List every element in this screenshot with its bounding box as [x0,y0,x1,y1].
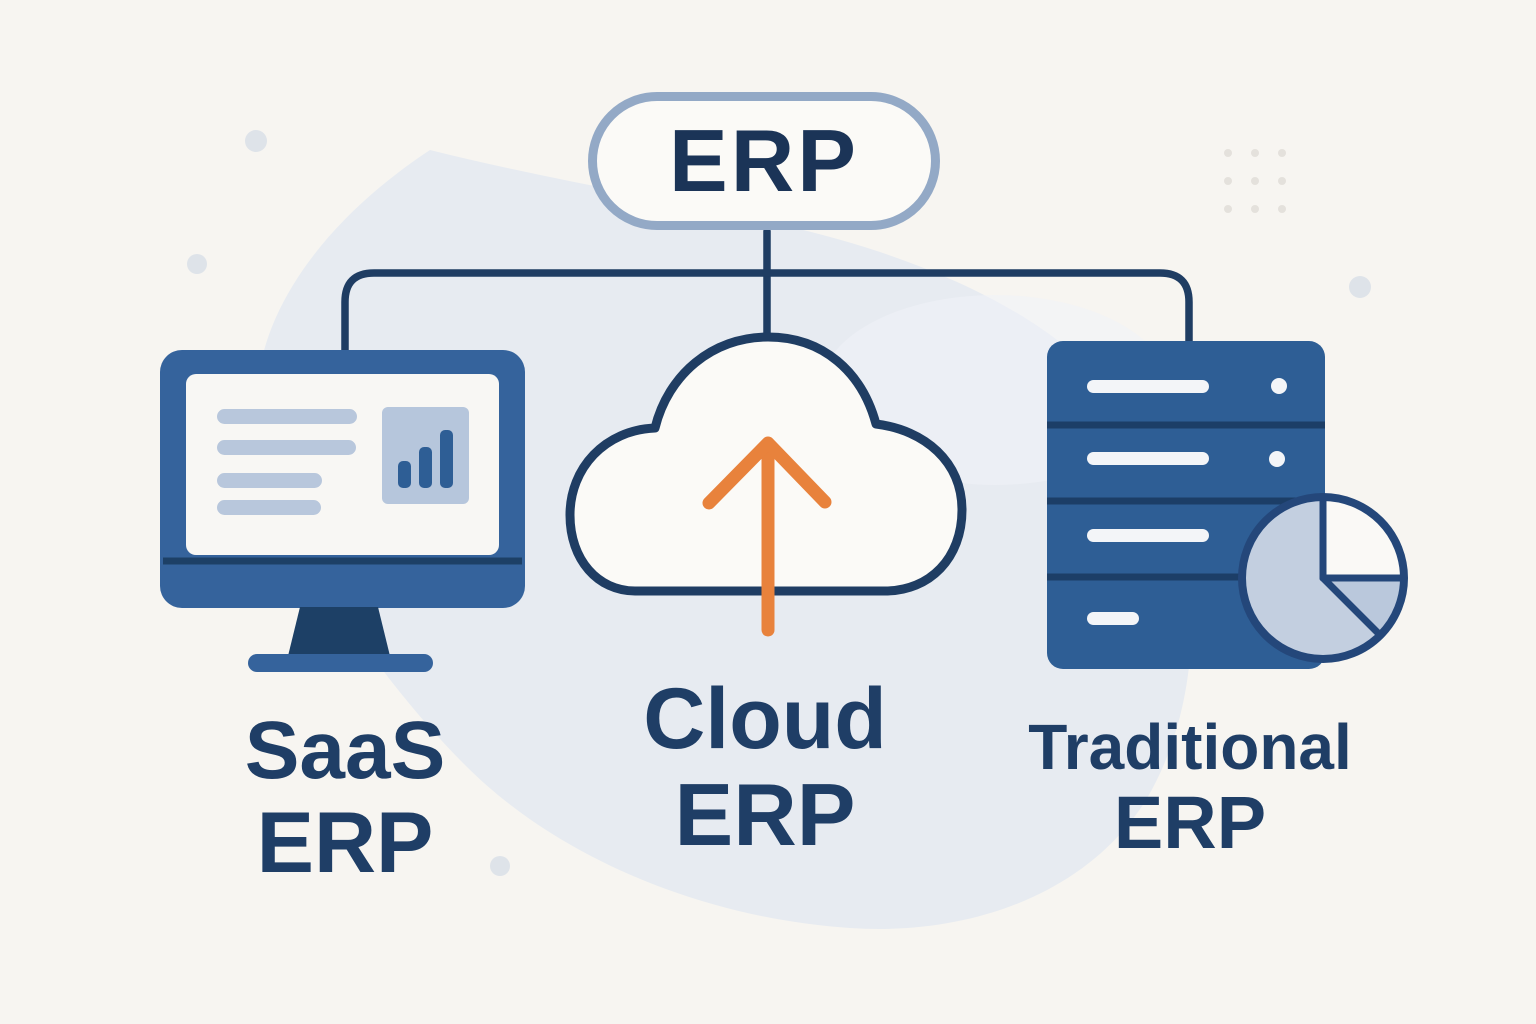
screen-bar-chart [382,407,469,504]
decor-dot-grid [1224,149,1286,213]
label-saas-line1: SaaS [244,705,446,796]
server-pie-chart-icon [1047,341,1408,669]
label-traditional-line2: ERP [1113,781,1267,865]
root-node-erp: ERP [588,92,940,230]
label-saas-line2: ERP [256,795,434,892]
monitor-base [248,654,433,672]
connector-trunk [341,269,1193,357]
monitor-dashboard-icon [160,350,525,672]
server-slot-lines [1087,380,1209,625]
screen-text-lines [217,409,357,515]
monitor-stand [288,607,390,656]
decor-dots [187,130,1371,876]
pie-chart-icon [1238,493,1408,663]
label-cloud-line1: Cloud [643,671,887,767]
upload-arrow-icon [702,436,832,637]
label-traditional-erp: Traditional ERP [940,712,1440,864]
label-cloud-line2: ERP [674,764,856,864]
root-node-label: ERP [669,111,859,210]
connector-lines [341,227,1193,357]
label-saas-erp: SaaS ERP [145,705,545,892]
server-indicator-dots [1269,378,1287,467]
cloud-upload-icon [565,332,967,637]
label-traditional-line1: Traditional [1028,711,1352,783]
label-cloud-erp: Cloud ERP [565,672,965,863]
